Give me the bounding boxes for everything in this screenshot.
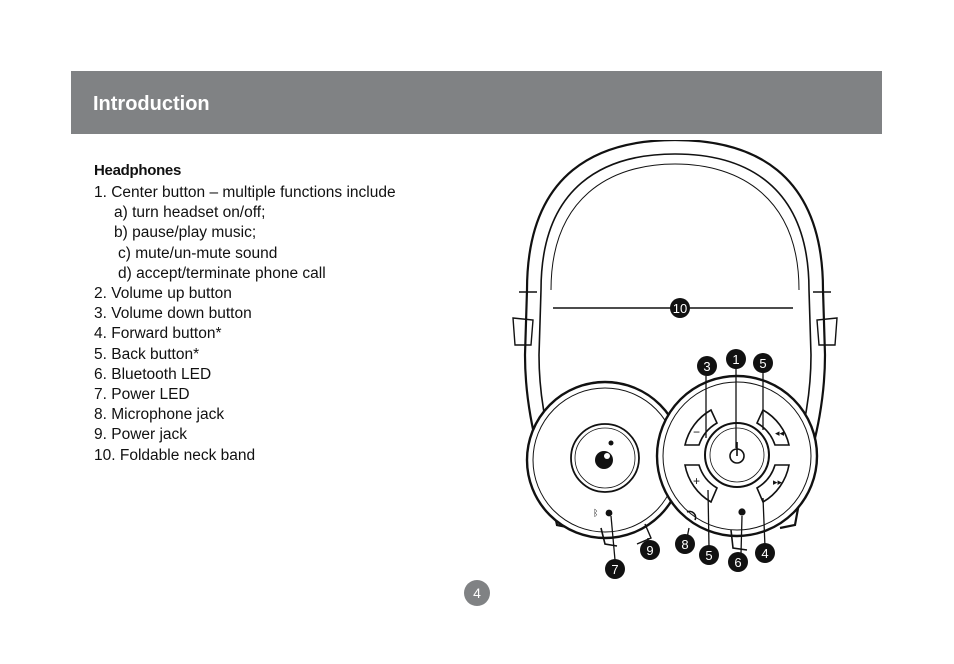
- headphones-diagram: ᛒ − + ◂◂ ▸▸ 10: [505, 138, 845, 580]
- list-item: 5. Back button*: [94, 345, 200, 363]
- svg-text:4: 4: [761, 546, 768, 561]
- list-item: 4. Forward button*: [94, 325, 222, 343]
- callout-3: 3: [697, 356, 717, 376]
- feature-list: Headphones 1. Center button – multiple f…: [94, 162, 474, 466]
- logo-icon: [595, 451, 613, 469]
- page-title: Introduction: [93, 93, 210, 115]
- list-subitem: b) pause/play music;: [114, 224, 257, 242]
- svg-text:7: 7: [611, 562, 618, 577]
- neck-band-inner: [540, 153, 812, 461]
- list-item: 2. Volume up button: [94, 285, 232, 303]
- svg-text:9: 9: [646, 543, 653, 558]
- svg-text:5: 5: [759, 356, 766, 371]
- svg-text:3: 3: [703, 359, 710, 374]
- volume-up-symbol: +: [693, 474, 700, 488]
- page-number: 4: [464, 580, 490, 606]
- list-subitem: d) accept/terminate phone call: [118, 264, 326, 282]
- svg-text:ᛒ: ᛒ: [593, 508, 598, 518]
- list-item: 1. Center button – multiple functions in…: [94, 184, 396, 201]
- headphones-illustration: ᛒ − + ◂◂ ▸▸ 10: [512, 138, 838, 579]
- callout-9: 9: [640, 540, 660, 560]
- skip-back-icon: ◂◂: [775, 428, 785, 438]
- callout-5-top: 5: [753, 353, 773, 373]
- callout-1: 1: [726, 349, 746, 369]
- volume-down-button: [683, 408, 719, 446]
- list-item: 8. Microphone jack: [94, 406, 225, 424]
- bluetooth-led: [738, 508, 746, 516]
- list-item: 7. Power LED: [94, 386, 190, 404]
- list-item: 9. Power jack: [94, 426, 188, 444]
- microphone-jack: [686, 510, 697, 521]
- skip-forward-icon: ▸▸: [773, 477, 783, 487]
- svg-text:5: 5: [705, 548, 712, 563]
- volume-down-symbol: −: [693, 425, 700, 439]
- neck-band-ridge: [550, 163, 800, 291]
- section-header: Introduction: [71, 71, 882, 134]
- volume-up-button: [684, 464, 719, 504]
- callout-4: 4: [755, 543, 775, 563]
- section-title: Headphones: [94, 162, 182, 179]
- neck-band-outer: [525, 138, 827, 530]
- list-item: 3. Volume down button: [94, 305, 252, 323]
- svg-text:10: 10: [673, 301, 687, 316]
- svg-text:8: 8: [681, 537, 688, 552]
- callout-7: 7: [605, 559, 625, 579]
- callout-8: 8: [675, 534, 695, 554]
- back-button: [755, 408, 791, 446]
- callout-5-bottom: 5: [699, 545, 719, 565]
- svg-text:6: 6: [734, 555, 741, 570]
- callout-6: 6: [728, 552, 748, 572]
- list-item: 10. Foldable neck band: [94, 446, 256, 464]
- list-item: 6. Bluetooth LED: [94, 365, 212, 383]
- list-subitem: a) turn headset on/off;: [114, 204, 266, 222]
- callout-10: 10: [670, 298, 690, 318]
- svg-text:1: 1: [732, 352, 739, 367]
- list-subitem: c) mute/un-mute sound: [118, 244, 278, 262]
- right-ear-cup: − + ◂◂ ▸▸: [655, 374, 819, 551]
- left-ear-cup: ᛒ: [525, 380, 685, 547]
- power-led: [605, 509, 613, 517]
